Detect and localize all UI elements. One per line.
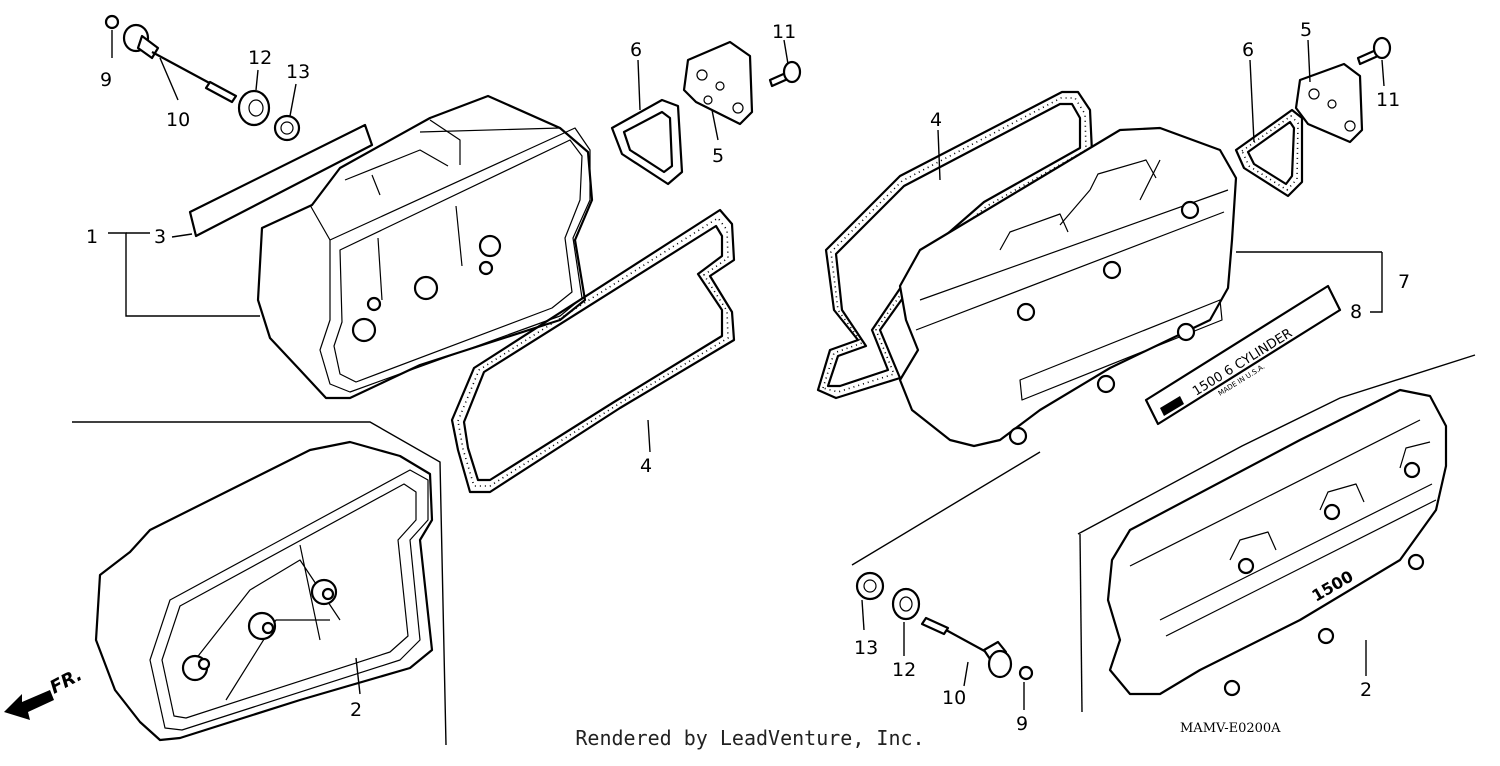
callout-13-left: 13 [286,61,310,83]
cap-nut-right [1018,665,1034,681]
small-gasket-left [610,98,684,186]
callout-9-right: 9 [1016,713,1028,735]
callout-3: 3 [154,226,166,248]
callout-11-right: 11 [1376,89,1400,111]
callout-12-left: 12 [248,47,272,69]
callout-2-left: 2 [350,699,362,721]
callout-4-right: 4 [930,109,942,131]
callout-9-left: 9 [100,69,112,91]
screw-left [768,60,802,88]
callout-2-right: 2 [1360,679,1372,701]
large-gasket-left [450,208,736,494]
right-large-gasket [816,90,1094,400]
grommet-left [273,114,301,142]
grommet-right [855,571,885,601]
section-lines [72,354,1476,746]
cap-nut-left [104,14,120,30]
callout-13-right: 13 [854,637,878,659]
callout-11-left: 11 [772,21,796,43]
callout-12-right: 12 [892,659,916,681]
render-credit: Rendered by LeadVenture, Inc. [575,726,925,750]
screw-right [1356,36,1392,66]
bolt-left [122,23,238,104]
callout-4-left: 4 [640,455,652,477]
callout-10-right: 10 [942,687,966,709]
front-arrow-label: FR. [46,664,85,698]
callout-7: 7 [1398,271,1410,293]
front-arrow-icon [4,690,54,720]
left-head-cover [256,94,594,400]
callout-10-left: 10 [166,109,190,131]
breather-plate-left [682,40,754,126]
callout-5-left: 5 [712,145,724,167]
callout-1: 1 [86,226,98,248]
right-head-cover [898,126,1383,448]
left-lower-cover [94,440,434,742]
callout-6-left: 6 [630,39,642,61]
bolt-right [920,616,1013,679]
breather-plate-right [1294,62,1364,144]
washer-right [891,587,921,621]
leader-lines [108,30,1385,710]
right-lower-cover: 1500 [1106,388,1448,697]
callout-8: 8 [1350,301,1362,323]
small-gasket-right [1234,108,1304,198]
callout-6-right: 6 [1242,39,1254,61]
washer-left [237,89,271,127]
callout-5-right: 5 [1300,19,1312,41]
wing-logo-icon [1160,396,1184,416]
left-side-strip [188,123,374,238]
drawing-code: MAMV-E0200A [1180,721,1281,736]
